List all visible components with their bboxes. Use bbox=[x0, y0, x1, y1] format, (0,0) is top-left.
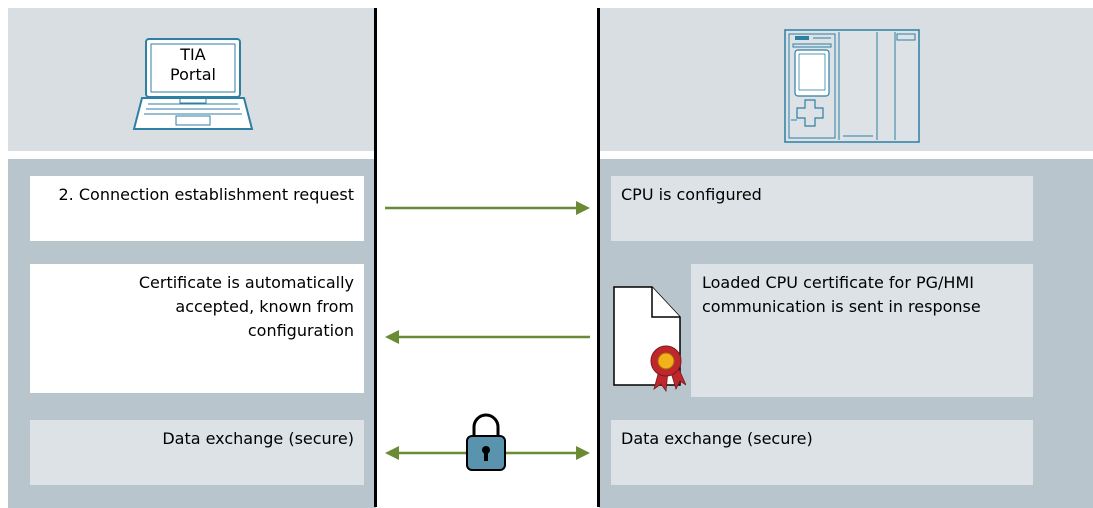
cpu-configured-text: CPU is configured bbox=[621, 185, 762, 204]
right-data-exchange-box: Data exchange (secure) bbox=[611, 420, 1033, 485]
cert-sent-box: Loaded CPU certificate for PG/HMI commun… bbox=[691, 264, 1033, 397]
laptop-icon: TIA Portal bbox=[128, 36, 258, 134]
plc-cpu-icon bbox=[783, 28, 921, 144]
right-data-exchange-text: Data exchange (secure) bbox=[621, 429, 813, 448]
connection-request-text: 2. Connection establishment request bbox=[58, 185, 355, 204]
left-data-exchange-text: Data exchange (secure) bbox=[162, 429, 354, 448]
laptop-screen-label-2: Portal bbox=[170, 65, 216, 84]
cert-sent-text: Loaded CPU certificate for PG/HMI commun… bbox=[702, 273, 981, 316]
cert-accepted-text: Certificate is automatically accepted, k… bbox=[138, 273, 354, 340]
right-timeline bbox=[597, 8, 600, 507]
certificate-icon bbox=[610, 283, 687, 395]
padlock-icon bbox=[466, 413, 506, 471]
cert-accepted-box: Certificate is automatically accepted, k… bbox=[30, 264, 364, 393]
arrow-certificate-response bbox=[385, 330, 590, 344]
arrow-request bbox=[385, 201, 590, 215]
laptop-screen-label-1: TIA bbox=[180, 45, 206, 64]
connection-request-box: 2. Connection establishment request bbox=[30, 176, 364, 241]
left-timeline bbox=[374, 8, 377, 507]
cpu-configured-box: CPU is configured bbox=[611, 176, 1033, 241]
left-data-exchange-box: Data exchange (secure) bbox=[30, 420, 364, 485]
